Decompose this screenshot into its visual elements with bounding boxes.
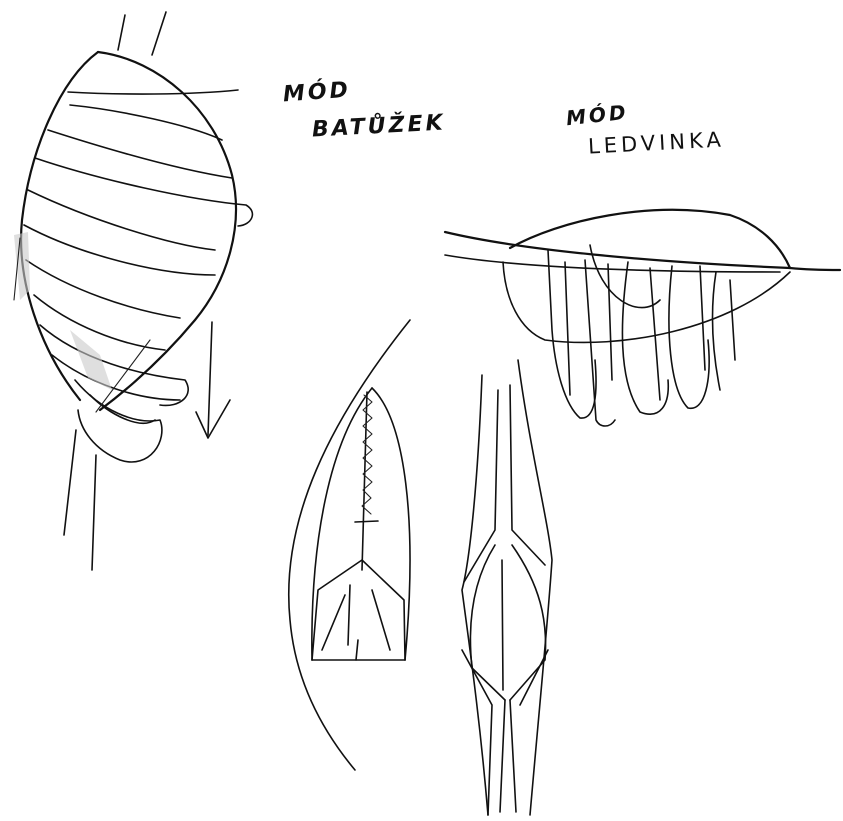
fold-line	[372, 590, 390, 650]
strap-line	[118, 15, 125, 50]
hanging-fold	[713, 272, 720, 390]
strap-lower-line	[520, 650, 548, 705]
bag-top-flap	[68, 90, 238, 94]
hanging-fold	[548, 250, 596, 418]
wrap-stripe	[35, 158, 252, 226]
strap-center-line	[502, 560, 503, 690]
wrap-stripe	[34, 295, 165, 350]
strap-line	[152, 12, 166, 55]
strap-center-panel	[510, 545, 546, 700]
hanging-fold	[730, 280, 735, 360]
zipper-pull	[355, 521, 378, 522]
backpack-mode-sketch	[14, 12, 252, 570]
side-shading	[14, 232, 30, 300]
fold-chevron	[312, 560, 362, 660]
roll-fold	[52, 355, 180, 400]
body-line	[92, 455, 96, 570]
waistbag-mode-sketch	[445, 210, 840, 426]
hanging-fold	[700, 266, 705, 370]
roll-fold	[40, 325, 188, 405]
flat-bag-outer-curve	[289, 320, 410, 770]
folded-strap-sketch	[462, 360, 552, 815]
bag-outline-right	[98, 52, 236, 410]
strap-lower-line	[462, 650, 492, 815]
fold-line	[322, 595, 345, 650]
flat-bag-sketch	[289, 320, 410, 770]
strap-lower-line	[510, 700, 516, 812]
fold-chevron	[362, 560, 405, 660]
zipper-line	[362, 392, 367, 570]
hanging-fold	[565, 262, 570, 395]
wrap-stripe	[24, 225, 215, 275]
fold-line	[348, 585, 350, 645]
roll-fold	[75, 380, 162, 462]
down-arrow-shaft	[208, 322, 212, 435]
strap-lower-line	[500, 700, 505, 812]
body-line	[64, 430, 76, 535]
backpack-mode-label: MÓD	[282, 78, 351, 108]
waistbag-front	[503, 262, 790, 342]
hanging-fold	[608, 264, 612, 380]
strap-inner-line	[510, 385, 545, 565]
fold-line	[356, 640, 358, 660]
strap-center-panel	[470, 545, 505, 700]
down-arrow-head	[196, 400, 230, 438]
